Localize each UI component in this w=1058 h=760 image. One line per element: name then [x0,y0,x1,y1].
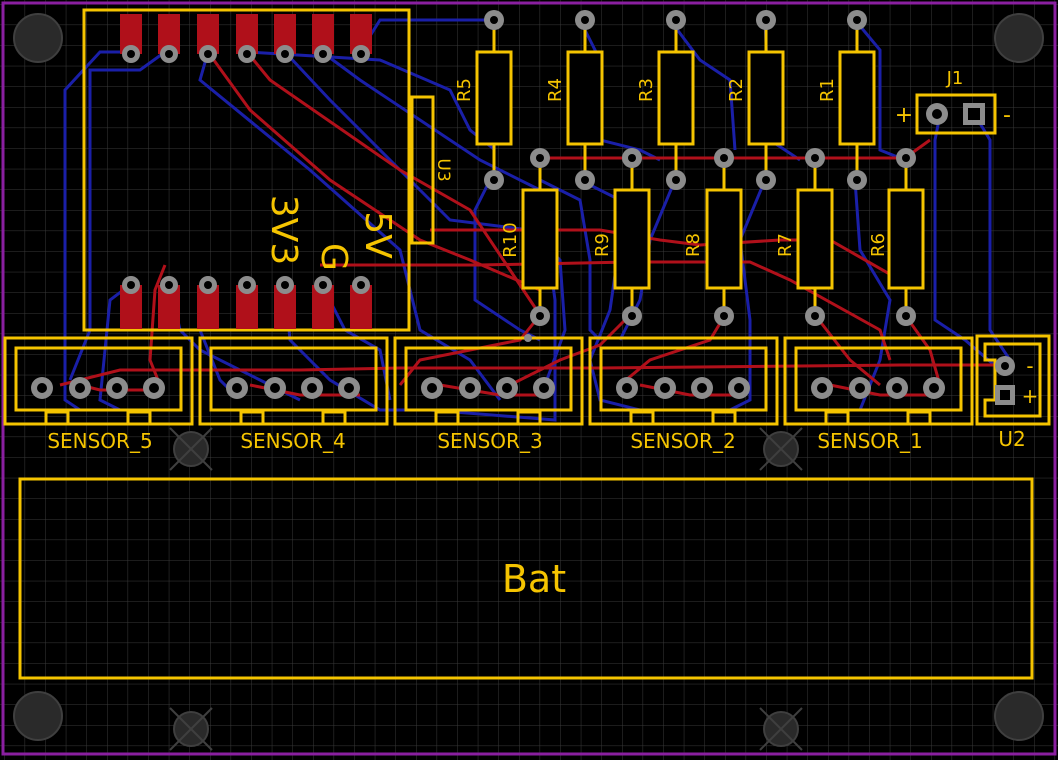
mounting-hole-top-left [13,13,63,63]
u3-module[interactable]: U3 5V G 3V3 [82,8,453,332]
j1-outline [915,93,997,135]
resistor-r5[interactable]: R5 [454,10,513,190]
sensor-connector-1[interactable]: SENSOR_1 [783,336,974,453]
u3-label: U3 [433,158,453,181]
u3-top-pads [120,14,372,63]
resistor-r1[interactable]: R1 [817,10,876,190]
sensor-5-label: SENSOR_5 [47,429,152,453]
resistor-r3[interactable]: R3 [636,10,695,190]
sensor-2-label: SENSOR_2 [630,429,735,453]
sensor-connector-2[interactable]: SENSOR_2 [588,336,779,453]
resistor-r4[interactable]: R4 [545,10,604,190]
mounting-hole-mid-right [759,427,803,471]
resistor-r5-label: R5 [454,78,475,102]
resistor-r10[interactable]: R10 [500,148,559,326]
connector-j1[interactable]: J1 + - [895,68,1011,135]
resistor-r2-label: R2 [726,78,747,102]
connector-u2[interactable]: - + U2 [975,334,1051,451]
u2-plus-label: + [1022,384,1039,408]
u3-tab [410,95,435,245]
sensor-connector-3[interactable]: SENSOR_3 [393,336,584,453]
resistor-r8[interactable]: R8 [683,148,743,326]
sensor-1-label: SENSOR_1 [817,429,922,453]
resistor-r10-label: R10 [500,222,521,257]
resistor-r9[interactable]: R9 [592,148,651,326]
resistor-r6[interactable]: R6 [868,148,925,326]
u3-5v-label: 5V [357,211,398,259]
j1-label: J1 [946,68,964,89]
resistor-r9-label: R9 [592,233,613,257]
resistor-r8-label: R8 [683,233,704,257]
resistor-r7-label: R7 [775,233,796,257]
resistor-r7[interactable]: R7 [775,148,834,326]
mounting-hole-bottom-mid-left [169,707,213,751]
via [524,334,532,342]
mounting-hole-bottom-mid-right [759,707,803,751]
resistor-r3-label: R3 [636,78,657,102]
u2-minus-label: - [1026,354,1033,378]
resistor-r2[interactable]: R2 [726,10,785,190]
resistor-r1-label: R1 [817,78,838,102]
sensor-connector-5[interactable]: SENSOR_5 [3,336,194,453]
battery-label: Bat [502,557,566,601]
sensor-3-label: SENSOR_3 [437,429,542,453]
resistor-r6-label: R6 [868,233,889,257]
sensor-connector-4[interactable]: SENSOR_4 [198,336,389,453]
mounting-holes [13,13,1044,751]
mounting-hole-bottom-left [13,691,63,741]
u3-g-label: G [313,243,354,271]
sensor-4-label: SENSOR_4 [240,429,345,453]
mounting-hole-top-right [994,13,1044,63]
j1-minus-label: - [1003,103,1011,128]
battery-holder[interactable]: Bat [18,477,1034,680]
mounting-hole-mid-left [169,427,213,471]
j1-plus-label: + [895,103,913,128]
u2-label: U2 [998,427,1025,451]
u3-3v3-label: 3V3 [263,195,304,265]
u3-bottom-pads [120,276,372,329]
resistor-r4-label: R4 [545,78,566,102]
mounting-hole-bottom-right [994,691,1044,741]
u3-outline [82,8,411,332]
